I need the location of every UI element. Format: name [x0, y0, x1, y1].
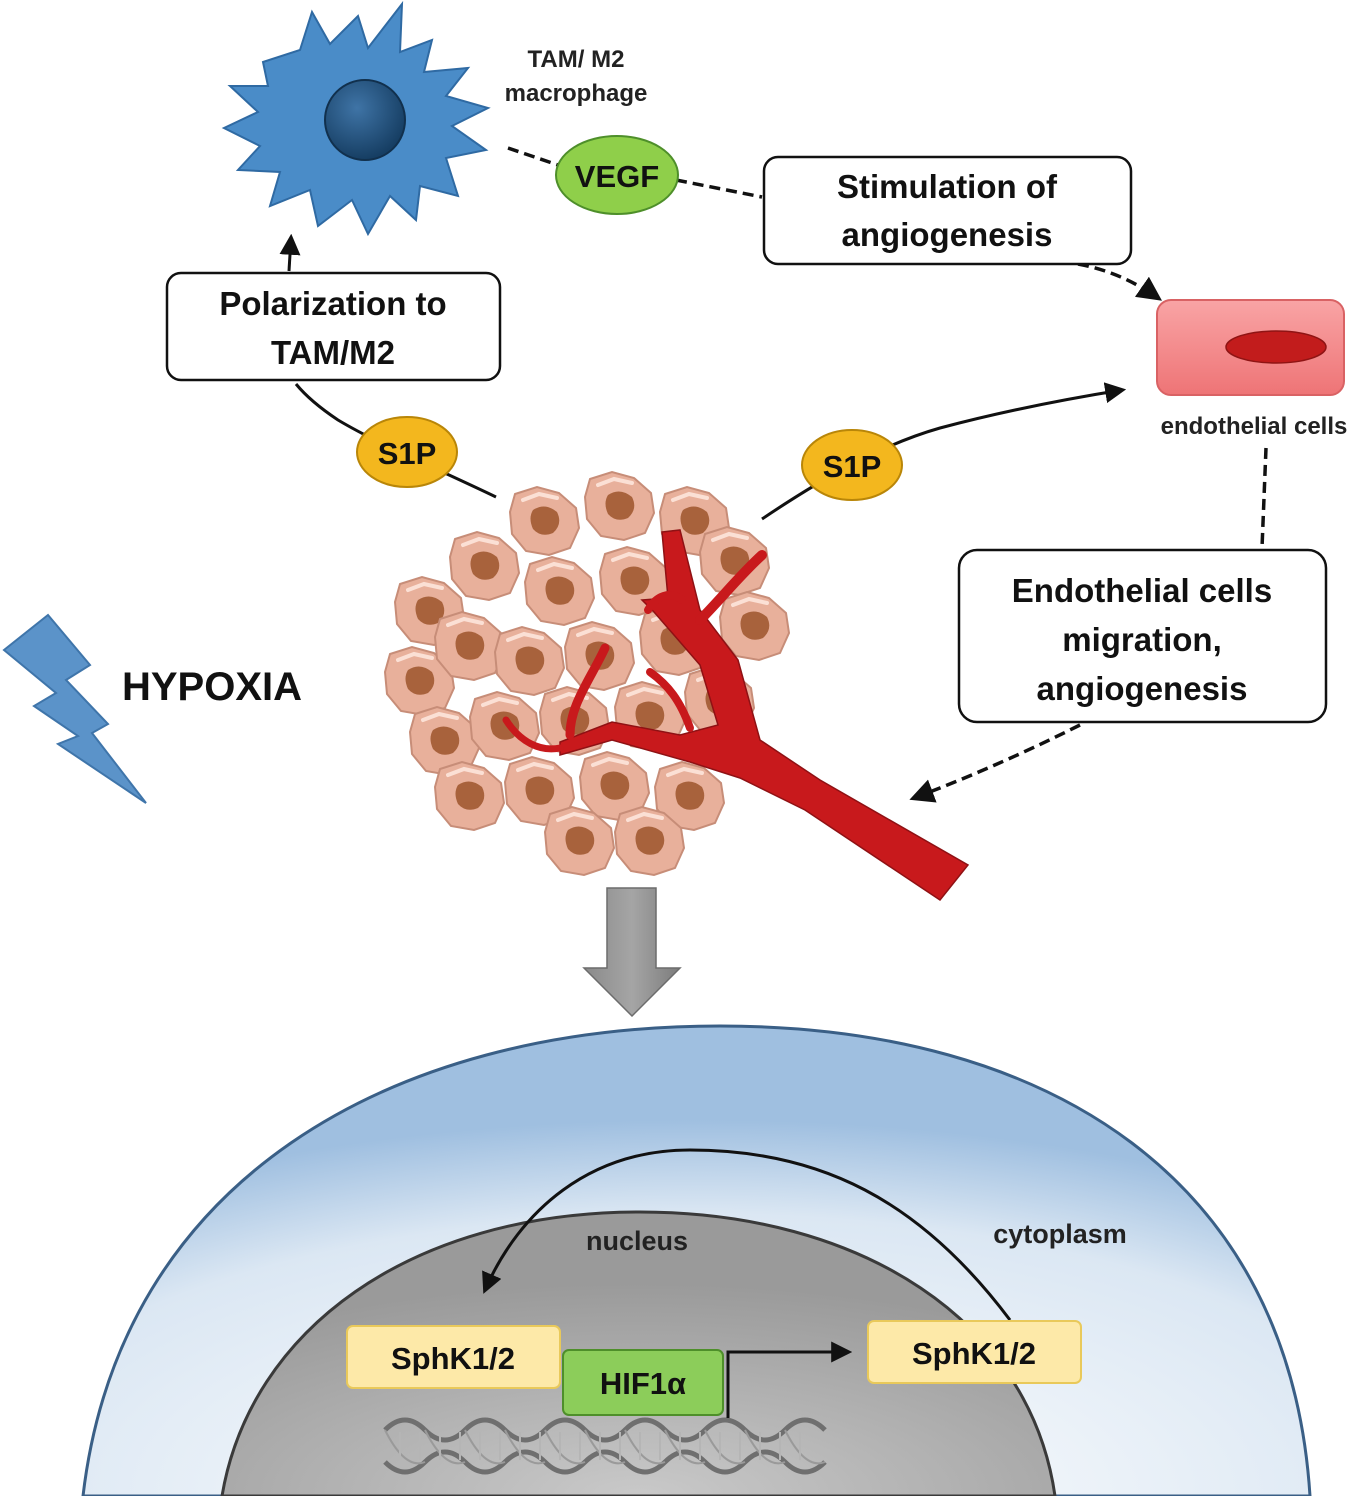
stimulation-to-endothelial-arrow: [1077, 262, 1163, 301]
macrophage-to-vegf-dashed: [507, 146, 559, 167]
stimulation-box: Stimulation of angiogenesis: [762, 155, 1133, 266]
cell-diagram: cytoplasm nucleus SphK1/2 HIF1α SphK1/2: [81, 1024, 1312, 1496]
endo-box-line3: angiogenesis: [1037, 670, 1248, 707]
feedback-arrow: [482, 1148, 1012, 1321]
sphk-left-label: SphK1/2: [391, 1341, 515, 1376]
stimulation-line2: angiogenesis: [842, 216, 1053, 253]
s1p-node-right: S1P: [801, 429, 903, 501]
stimulation-line1: Stimulation of: [837, 168, 1058, 205]
vegf-label: VEGF: [575, 159, 659, 194]
polarization-line2: TAM/M2: [271, 334, 395, 371]
vegf-to-stimulation-dashed: [675, 178, 763, 199]
endo-box-line1: Endothelial cells: [1012, 572, 1272, 609]
cytoplasm-label: cytoplasm: [993, 1219, 1127, 1249]
s1p-node-left: S1P: [356, 416, 458, 488]
endo-box-line2: migration,: [1062, 621, 1222, 658]
endothelial-nucleus: [1225, 330, 1327, 364]
macrophage-cell: [221, 0, 491, 237]
macrophage-label-line1: TAM/ M2: [528, 46, 625, 73]
s1p-left-label: S1P: [378, 436, 437, 471]
transcription-arrow: [726, 1341, 853, 1418]
s1p-to-polarization-line: [294, 383, 497, 499]
macrophage-nucleus: [324, 79, 406, 161]
sphk-left-box: SphK1/2: [346, 1325, 561, 1389]
hif-label: HIF1α: [600, 1366, 686, 1401]
sphk-right-label: SphK1/2: [912, 1336, 1036, 1371]
vegf-node: VEGF: [555, 135, 679, 215]
macrophage-label-line2: macrophage: [505, 80, 648, 107]
s1p-right-label: S1P: [823, 449, 882, 484]
dna-helix: [383, 1417, 827, 1475]
hif-box: HIF1α: [562, 1349, 724, 1416]
endothelial-migration-box: Endothelial cells migration, angiogenesi…: [957, 548, 1328, 724]
blood-vessel: [502, 529, 970, 902]
down-arrow: [582, 887, 682, 1018]
endothelial-cells-label: endothelial cells: [1161, 413, 1348, 440]
polarization-line1: Polarization to: [219, 285, 446, 322]
endothelial-to-migration-dashed: [1260, 447, 1268, 549]
hypoxia-bolt-icon: [2, 613, 147, 804]
sphk-right-box: SphK1/2: [867, 1320, 1082, 1384]
endothelial-cell: [1156, 299, 1345, 396]
hypoxia-label: HYPOXIA: [122, 665, 302, 709]
polarization-to-macrophage-arrow: [279, 233, 301, 272]
nucleus-label: nucleus: [586, 1226, 688, 1256]
polarization-box: Polarization to TAM/M2: [165, 271, 502, 382]
migration-to-tumor-arrow: [909, 723, 1081, 803]
